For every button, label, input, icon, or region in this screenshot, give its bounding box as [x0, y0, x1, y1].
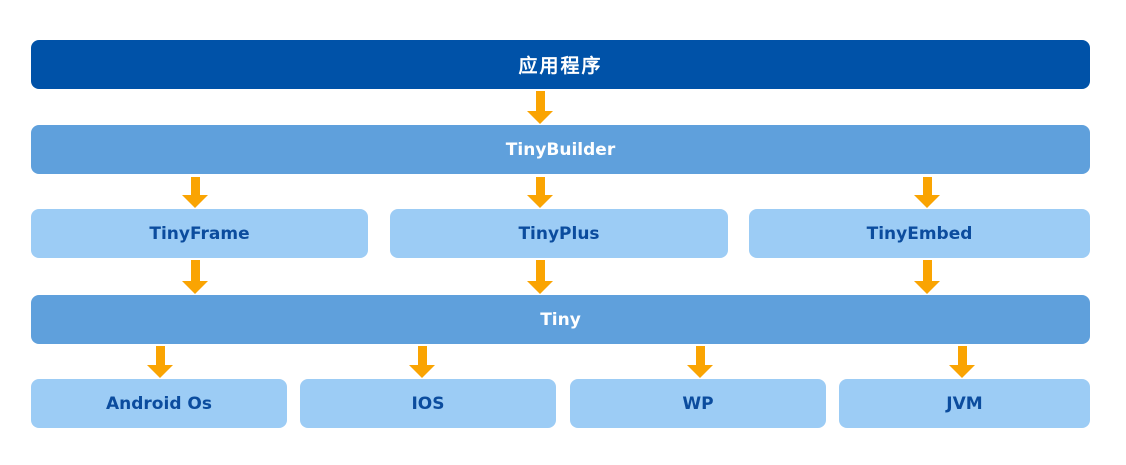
- arrow-down-icon: [147, 346, 173, 378]
- arrow-down-icon: [527, 260, 553, 294]
- node-tinyplus-label: TinyPlus: [518, 223, 600, 244]
- node-tinyplus: TinyPlus: [390, 209, 728, 258]
- arrow-stem: [695, 346, 705, 365]
- node-android-os: Android Os: [31, 379, 287, 428]
- arrow-head: [409, 365, 435, 378]
- arrow-head: [527, 111, 553, 124]
- node-ios-label: IOS: [411, 393, 445, 414]
- node-wp: WP: [570, 379, 826, 428]
- node-wp-label: WP: [682, 393, 714, 414]
- arrow-stem: [957, 346, 967, 365]
- arrow-down-icon: [914, 260, 940, 294]
- arrow-stem: [535, 177, 545, 195]
- arrow-stem: [190, 177, 200, 195]
- node-jvm-label: JVM: [946, 393, 983, 414]
- arrow-down-icon: [687, 346, 713, 378]
- arrow-head: [527, 195, 553, 208]
- arrow-head: [914, 195, 940, 208]
- layer-tiny-label: Tiny: [540, 309, 581, 330]
- layer-application-label: 应用程序: [518, 55, 603, 77]
- arrow-stem: [922, 260, 932, 281]
- arrow-down-icon: [409, 346, 435, 378]
- arrow-stem: [535, 260, 545, 281]
- node-tinyframe-label: TinyFrame: [149, 223, 250, 244]
- layer-tinybuilder-label: TinyBuilder: [505, 139, 616, 160]
- arrow-head: [182, 281, 208, 294]
- node-tinyframe: TinyFrame: [31, 209, 368, 258]
- arrow-stem: [922, 177, 932, 195]
- arrow-head: [527, 281, 553, 294]
- layer-tiny: Tiny: [31, 295, 1090, 344]
- layer-application: 应用程序: [31, 40, 1090, 89]
- arrow-stem: [535, 91, 545, 111]
- arrow-down-icon: [914, 177, 940, 208]
- arrow-head: [182, 195, 208, 208]
- node-tinyembed: TinyEmbed: [749, 209, 1090, 258]
- arrow-stem: [155, 346, 165, 365]
- arrow-stem: [417, 346, 427, 365]
- arrow-down-icon: [182, 177, 208, 208]
- arrow-down-icon: [949, 346, 975, 378]
- arrow-stem: [190, 260, 200, 281]
- arrow-down-icon: [182, 260, 208, 294]
- arrow-head: [949, 365, 975, 378]
- node-android-os-label: Android Os: [106, 393, 212, 414]
- arrow-head: [147, 365, 173, 378]
- arrow-down-icon: [527, 177, 553, 208]
- arrow-head: [687, 365, 713, 378]
- node-jvm: JVM: [839, 379, 1090, 428]
- node-ios: IOS: [300, 379, 556, 428]
- layer-tinybuilder: TinyBuilder: [31, 125, 1090, 174]
- arrow-down-icon: [527, 91, 553, 124]
- arrow-head: [914, 281, 940, 294]
- node-tinyembed-label: TinyEmbed: [866, 223, 973, 244]
